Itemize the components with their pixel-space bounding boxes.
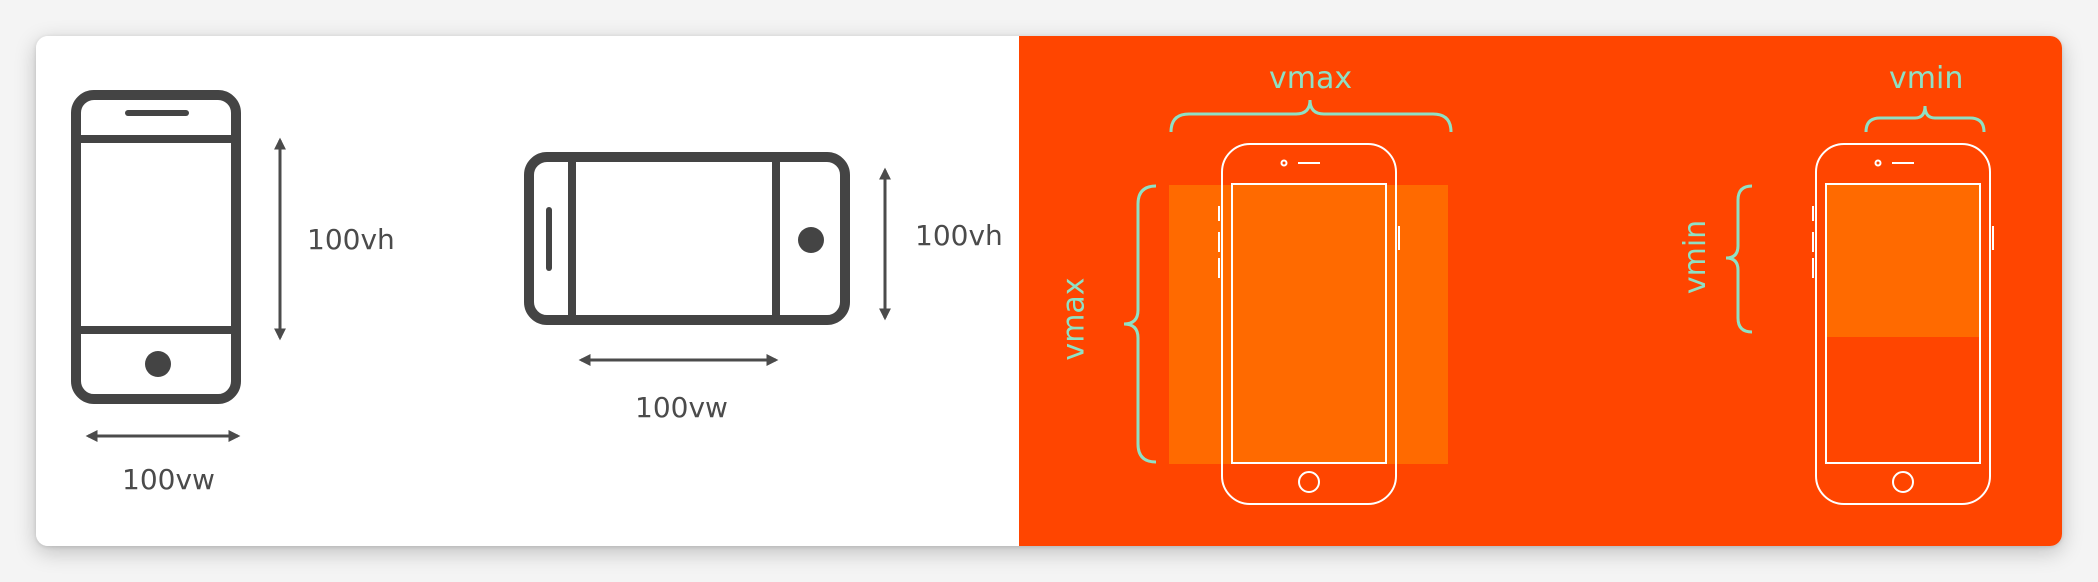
portrait-width-label: 100vw [122, 463, 215, 496]
vmin-highlight-area [1826, 184, 1980, 337]
portrait-height-label: 100vh [307, 223, 395, 256]
vmax-side-label: vmax [1056, 277, 1092, 361]
landscape-height-label: 100vh [915, 219, 1003, 252]
vmax-side-brace [1123, 184, 1157, 464]
vmax-top-label: vmax [1269, 61, 1353, 96]
vmin-side-label: vmin [1678, 219, 1714, 295]
vmin-side-brace [1725, 184, 1753, 334]
vmin-top-brace [1864, 105, 1986, 133]
vmax-highlight-area [1169, 185, 1448, 464]
vh-vw-drawing [71, 90, 891, 442]
vmax-top-brace [1169, 99, 1453, 133]
portrait-phone-icon [71, 90, 241, 404]
vmax-vmin-panel: vmax vmax vmin vmin [1019, 36, 2062, 546]
viewport-units-panel: 100vh 100vw 100vh 100vw [36, 36, 1019, 546]
landscape-width-label: 100vw [635, 391, 728, 424]
vmin-phone-outline [1812, 143, 1994, 505]
vmax-phone-outline [1218, 143, 1400, 505]
landscape-phone-icon [524, 152, 850, 325]
vmin-top-label: vmin [1889, 61, 1964, 96]
illustration-card: 100vh 100vw 100vh 100vw [36, 36, 2062, 546]
vmax-vmin-drawing [1019, 36, 2062, 546]
